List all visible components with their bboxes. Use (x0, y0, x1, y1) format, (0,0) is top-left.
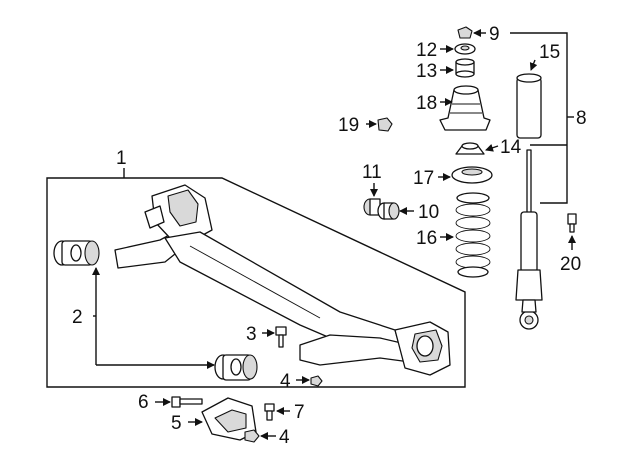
coil-spring-16 (440, 192, 491, 278)
callout-12: 12 (416, 40, 437, 61)
callout-1: 1 (116, 148, 127, 169)
nut-4-upper (296, 375, 323, 387)
upper-mount-18 (439, 85, 491, 131)
axle-bushing-left (53, 240, 100, 266)
bolt-7 (264, 403, 290, 421)
washer-12 (440, 43, 476, 55)
axle-assembly-frame (46, 168, 466, 388)
bolt-6 (155, 396, 203, 408)
leader-2 (92, 267, 215, 369)
callout-4-lower: 4 (279, 427, 290, 448)
dust-boot-15 (516, 59, 542, 139)
callout-2: 2 (72, 307, 83, 328)
fitting-20 (567, 213, 577, 250)
callout-15: 15 (539, 42, 560, 63)
callout-5: 5 (171, 413, 182, 434)
nut-9 (457, 26, 486, 39)
bump-stop-10 (377, 202, 414, 220)
callout-11: 11 (362, 162, 382, 183)
callout-17: 17 (413, 168, 434, 189)
callout-6: 6 (138, 392, 149, 413)
callout-10: 10 (418, 202, 439, 223)
rear-axle-beam (114, 184, 451, 376)
nut-19 (366, 117, 393, 132)
spring-seat-17 (438, 166, 493, 184)
callout-20: 20 (560, 254, 581, 275)
callout-7: 7 (294, 402, 305, 423)
shock-assembly-bracket (510, 32, 574, 204)
callout-labels: 1 2 3 4 6 5 7 4 9 12 13 15 18 8 19 14 11… (72, 24, 587, 448)
shock-absorber (515, 149, 543, 330)
callout-13: 13 (416, 61, 437, 82)
callout-18: 18 (416, 93, 437, 114)
callout-9: 9 (489, 24, 500, 45)
axle-bushing-right (214, 354, 258, 381)
callout-16: 16 (416, 228, 437, 249)
insulator-14 (455, 142, 499, 155)
callout-8: 8 (576, 108, 587, 129)
callout-14: 14 (500, 137, 522, 158)
callout-3: 3 (246, 324, 257, 345)
nut-4-lower (244, 429, 276, 443)
callout-19: 19 (338, 115, 359, 136)
bushing-13 (440, 58, 475, 78)
callout-4-upper: 4 (280, 371, 291, 392)
bolt-3 (262, 326, 287, 348)
